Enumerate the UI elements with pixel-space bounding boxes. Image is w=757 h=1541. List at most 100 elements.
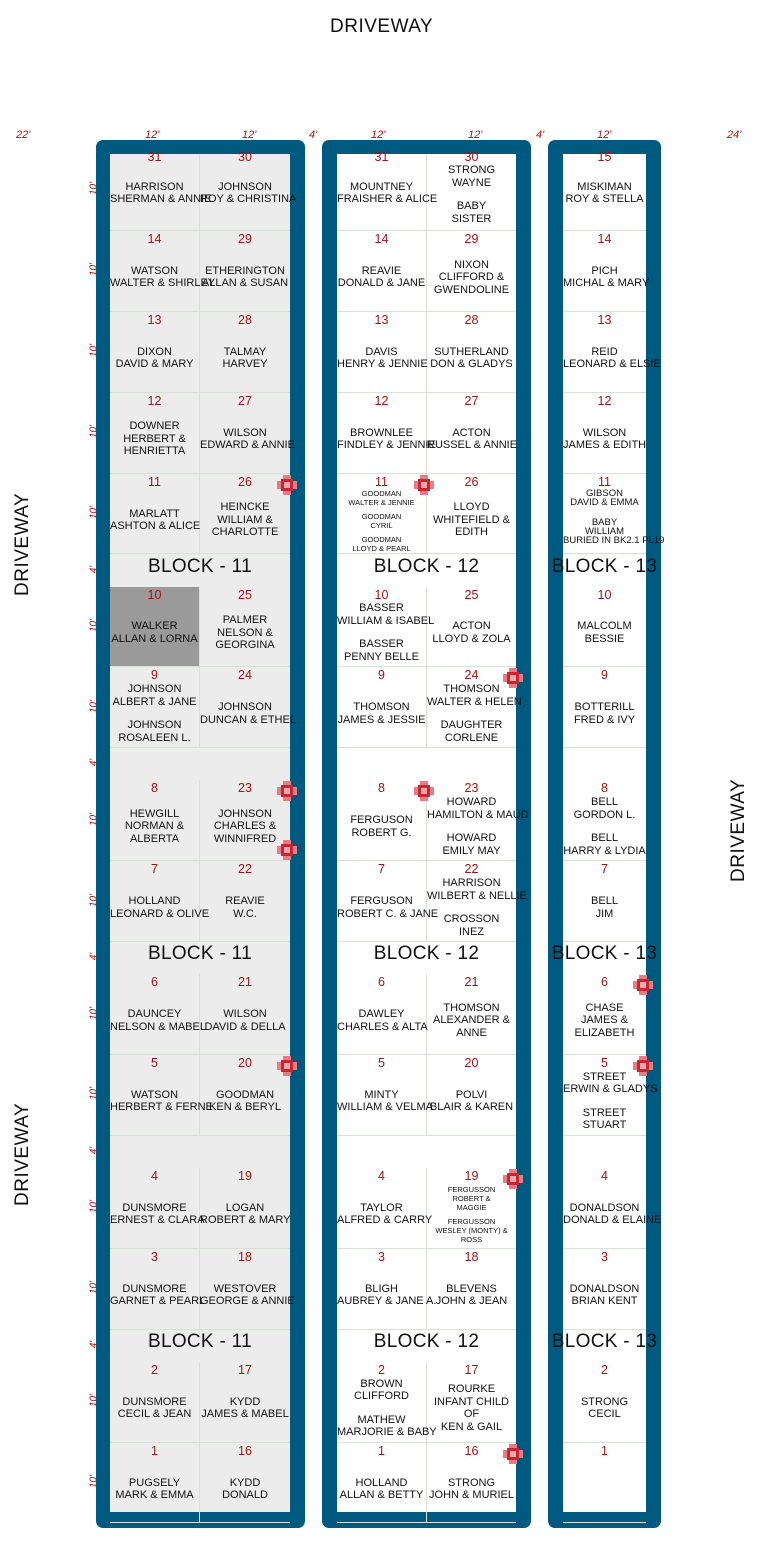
plot-name-line: DONALD (222, 1489, 268, 1502)
plot-name-line: BOTTERILL (574, 701, 635, 714)
plot-number: 6 (151, 975, 158, 990)
plot-number: 14 (597, 231, 612, 246)
plot-number: 14 (147, 231, 162, 246)
plot-name-line: ROY & STELLA (565, 193, 644, 206)
plot-number: 18 (464, 1249, 479, 1264)
plot-name-line: ROBERT C. & JANE (337, 907, 439, 920)
plot-name-line: CHARLOTTE (211, 526, 279, 539)
plot-number: 23 (238, 781, 252, 796)
plot-name-line: REID (591, 345, 618, 358)
plot-number: 25 (238, 587, 252, 602)
plot-name-line: WHITEFIELD & (432, 513, 510, 526)
plot-name-line: DAVID & DELLA (204, 1020, 286, 1033)
plot-name-line: CORLENE (444, 731, 499, 744)
plot-name-line: MARK & EMMA (115, 1489, 194, 1502)
plot-number: 1 (601, 1443, 608, 1458)
plot-b13-1[interactable]: 1 (563, 1443, 646, 1524)
plot-number: 28 (238, 312, 252, 327)
plot-name-line: REAVIE (225, 895, 265, 908)
plot-number: 29 (238, 231, 252, 246)
plot-name-line: WATSON (130, 1088, 179, 1101)
line-gap (427, 902, 516, 913)
plot-name-line: DAVID & EMMA (570, 496, 639, 508)
plot-name-line: MARLATT (129, 507, 180, 520)
plot-name-line: LEONARD & OLIVE (110, 907, 210, 920)
